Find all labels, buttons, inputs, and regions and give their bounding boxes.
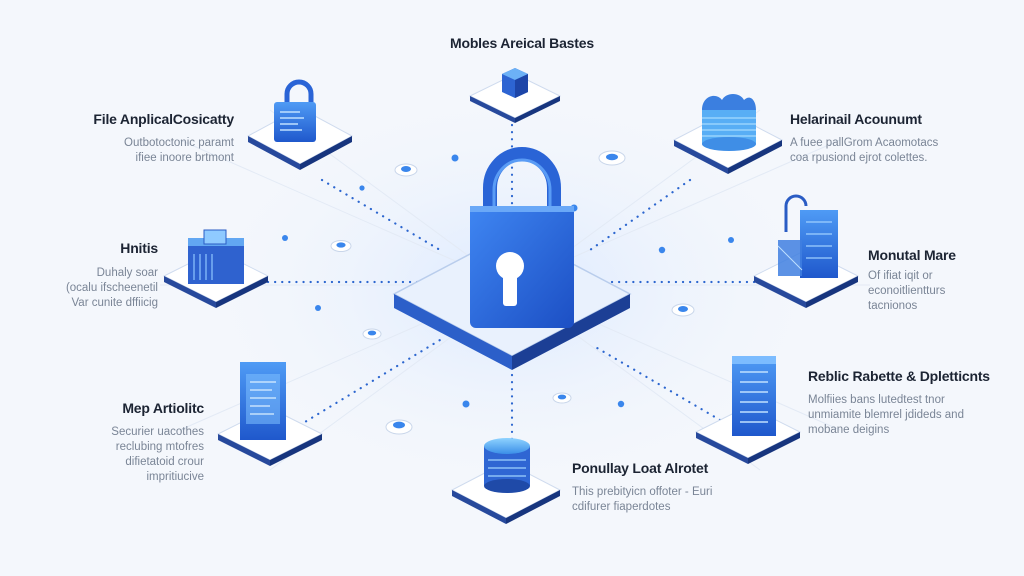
node-top-right	[672, 94, 784, 174]
node-bot-right	[694, 356, 802, 464]
document-server-icon	[240, 362, 286, 440]
node-title: Mep Artiolitc	[122, 400, 204, 416]
node-mid-left	[162, 229, 270, 308]
node-title: Hnitis	[120, 240, 158, 256]
node-desc-line: mobane deigins	[808, 424, 890, 436]
floating-nodes	[282, 150, 734, 435]
server-rack-icon	[777, 194, 838, 278]
node-desc-line: This prebityicn offoter - Euri	[572, 486, 713, 498]
node-desc-line: ifiee inoore brtmont	[135, 152, 234, 164]
label-mid-right: Monutal Mare Of ifiat iqit or econoitlie…	[868, 247, 956, 314]
label-mid-left: Hnitis Duhaly soar (ocalu ifscheenetil V…	[66, 240, 158, 311]
node-top-left	[246, 79, 354, 170]
server-tower-icon	[732, 356, 776, 436]
node-desc-line: Molfiies bans lutedtest tnor	[808, 394, 945, 406]
node-title: Reblic Rabette & Dpletticnts	[808, 368, 990, 384]
cloud-database-icon	[702, 94, 756, 151]
node-desc-line: Outbotoctonic paramt	[124, 137, 234, 149]
cube-icon	[502, 68, 528, 98]
node-desc-line: Securier uacothes	[111, 426, 204, 438]
node-desc-line: impritiucive	[146, 471, 204, 483]
node-desc-line: difietatoid crour	[125, 456, 204, 468]
node-title: Mobles Areical Bastes	[450, 35, 594, 51]
database-icon	[484, 438, 530, 493]
node-bot-left	[216, 362, 324, 466]
label-top: Mobles Areical Bastes	[450, 35, 594, 51]
center-lock-platform	[392, 147, 632, 370]
node-title: Helarinail Acounumt	[790, 111, 922, 127]
connector-top-right	[588, 178, 692, 252]
node-desc-line: reclubing mtofres	[115, 441, 204, 453]
node-title: Ponullay Loat Alrotet	[572, 460, 709, 476]
server-box-icon	[188, 229, 244, 284]
label-top-right: Helarinail Acounumt A fuee pallGrom Acao…	[790, 111, 938, 166]
node-desc-line: unmiamite blemrel jdideds and	[808, 409, 964, 421]
label-bottom: Ponullay Loat Alrotet This prebityicn of…	[572, 460, 712, 515]
node-desc-line: (ocalu ifscheenetil	[65, 282, 158, 294]
label-top-left: File AnplicalCosicatty Outbotoctonic par…	[93, 111, 234, 166]
label-bot-right: Reblic Rabette & Dpletticnts Molfiies ba…	[808, 368, 990, 438]
node-desc-line: A fuee pallGrom Acaomotacs	[790, 137, 939, 149]
connector-top-left	[320, 178, 442, 252]
label-bot-left: Mep Artiolitc Securier uacothes reclubin…	[111, 400, 204, 485]
connector-lines	[266, 123, 762, 442]
node-desc-line: coa rpusiond ejrot colettes.	[790, 152, 928, 164]
node-top	[468, 68, 562, 123]
padlock-icon	[470, 147, 574, 328]
node-desc-line: Var cunite dffiicig	[71, 297, 158, 309]
node-bottom	[450, 438, 562, 524]
node-desc-line: cdifurer fiaperdotes	[572, 501, 671, 513]
node-mid-right	[752, 194, 860, 308]
node-title: File AnplicalCosicatty	[93, 111, 234, 127]
node-desc-line: econoitlientturs	[868, 285, 946, 297]
node-title: Monutal Mare	[868, 247, 956, 263]
node-desc-line: Duhaly soar	[96, 267, 158, 279]
padlock-icon	[274, 79, 316, 142]
node-desc-line: tacnionos	[868, 300, 918, 312]
node-desc-line: Of ifiat iqit or	[868, 270, 933, 282]
